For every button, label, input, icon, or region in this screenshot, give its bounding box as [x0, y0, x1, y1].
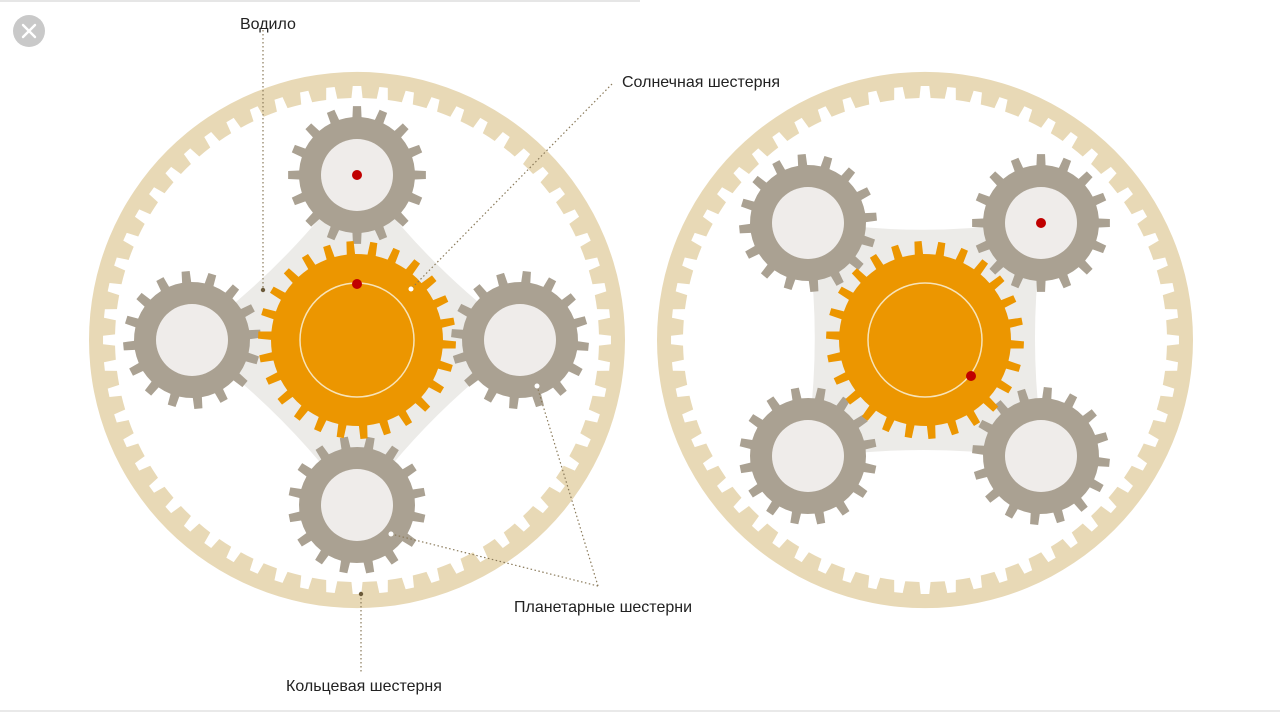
planet-gear: [451, 271, 589, 409]
close-button[interactable]: [13, 15, 45, 47]
sun-gear-pitch-circle: [867, 282, 983, 398]
planet-gear-hub: [1005, 420, 1077, 492]
label-planet-gears: Планетарные шестерни: [514, 599, 692, 616]
top-border: [0, 0, 640, 2]
leader-line-sun: [410, 83, 613, 290]
label-sun-gear: Солнечная шестерня: [622, 74, 780, 91]
planet-gear-hub: [321, 469, 393, 541]
planet-gear-hub: [772, 420, 844, 492]
gear-set-right: [657, 71, 1193, 609]
gear-assembly: [88, 71, 1193, 609]
bottom-border: [0, 710, 1280, 712]
planet-gear: [123, 271, 261, 409]
label-carrier: Водило: [240, 16, 296, 33]
planet-gear-hub: [156, 304, 228, 376]
sun-gear-body: [826, 241, 1024, 439]
anchor-dot-ring: [358, 591, 364, 597]
anchor-dot-planet-bottom: [388, 531, 394, 537]
planet-gear: [739, 387, 877, 525]
label-ring-gear: Кольцевая шестерня: [286, 678, 442, 695]
planet-gear-hub: [772, 187, 844, 259]
leader-line-planet-right: [536, 385, 599, 587]
leader-lines: [262, 30, 613, 673]
rotation-marker: [352, 279, 362, 289]
rotation-marker: [1036, 218, 1046, 228]
rotation-marker: [352, 170, 362, 180]
planet-gear: [288, 106, 426, 244]
anchor-dot-carrier: [260, 287, 266, 293]
planet-gear-hub: [484, 304, 556, 376]
rotation-marker: [966, 371, 976, 381]
leader-dots: [260, 286, 540, 597]
close-icon: [21, 23, 37, 39]
anchor-dot-planet-right: [534, 383, 540, 389]
sun-gear-body: [258, 241, 456, 439]
gear-set-left: [88, 71, 625, 609]
planet-gear: [972, 387, 1110, 525]
planet-gear: [972, 154, 1110, 292]
planet-gear: [739, 154, 877, 292]
sun-gear: [258, 241, 456, 439]
sun-gear: [826, 241, 1024, 439]
planet-gear: [288, 436, 426, 574]
anchor-dot-sun: [408, 286, 414, 292]
